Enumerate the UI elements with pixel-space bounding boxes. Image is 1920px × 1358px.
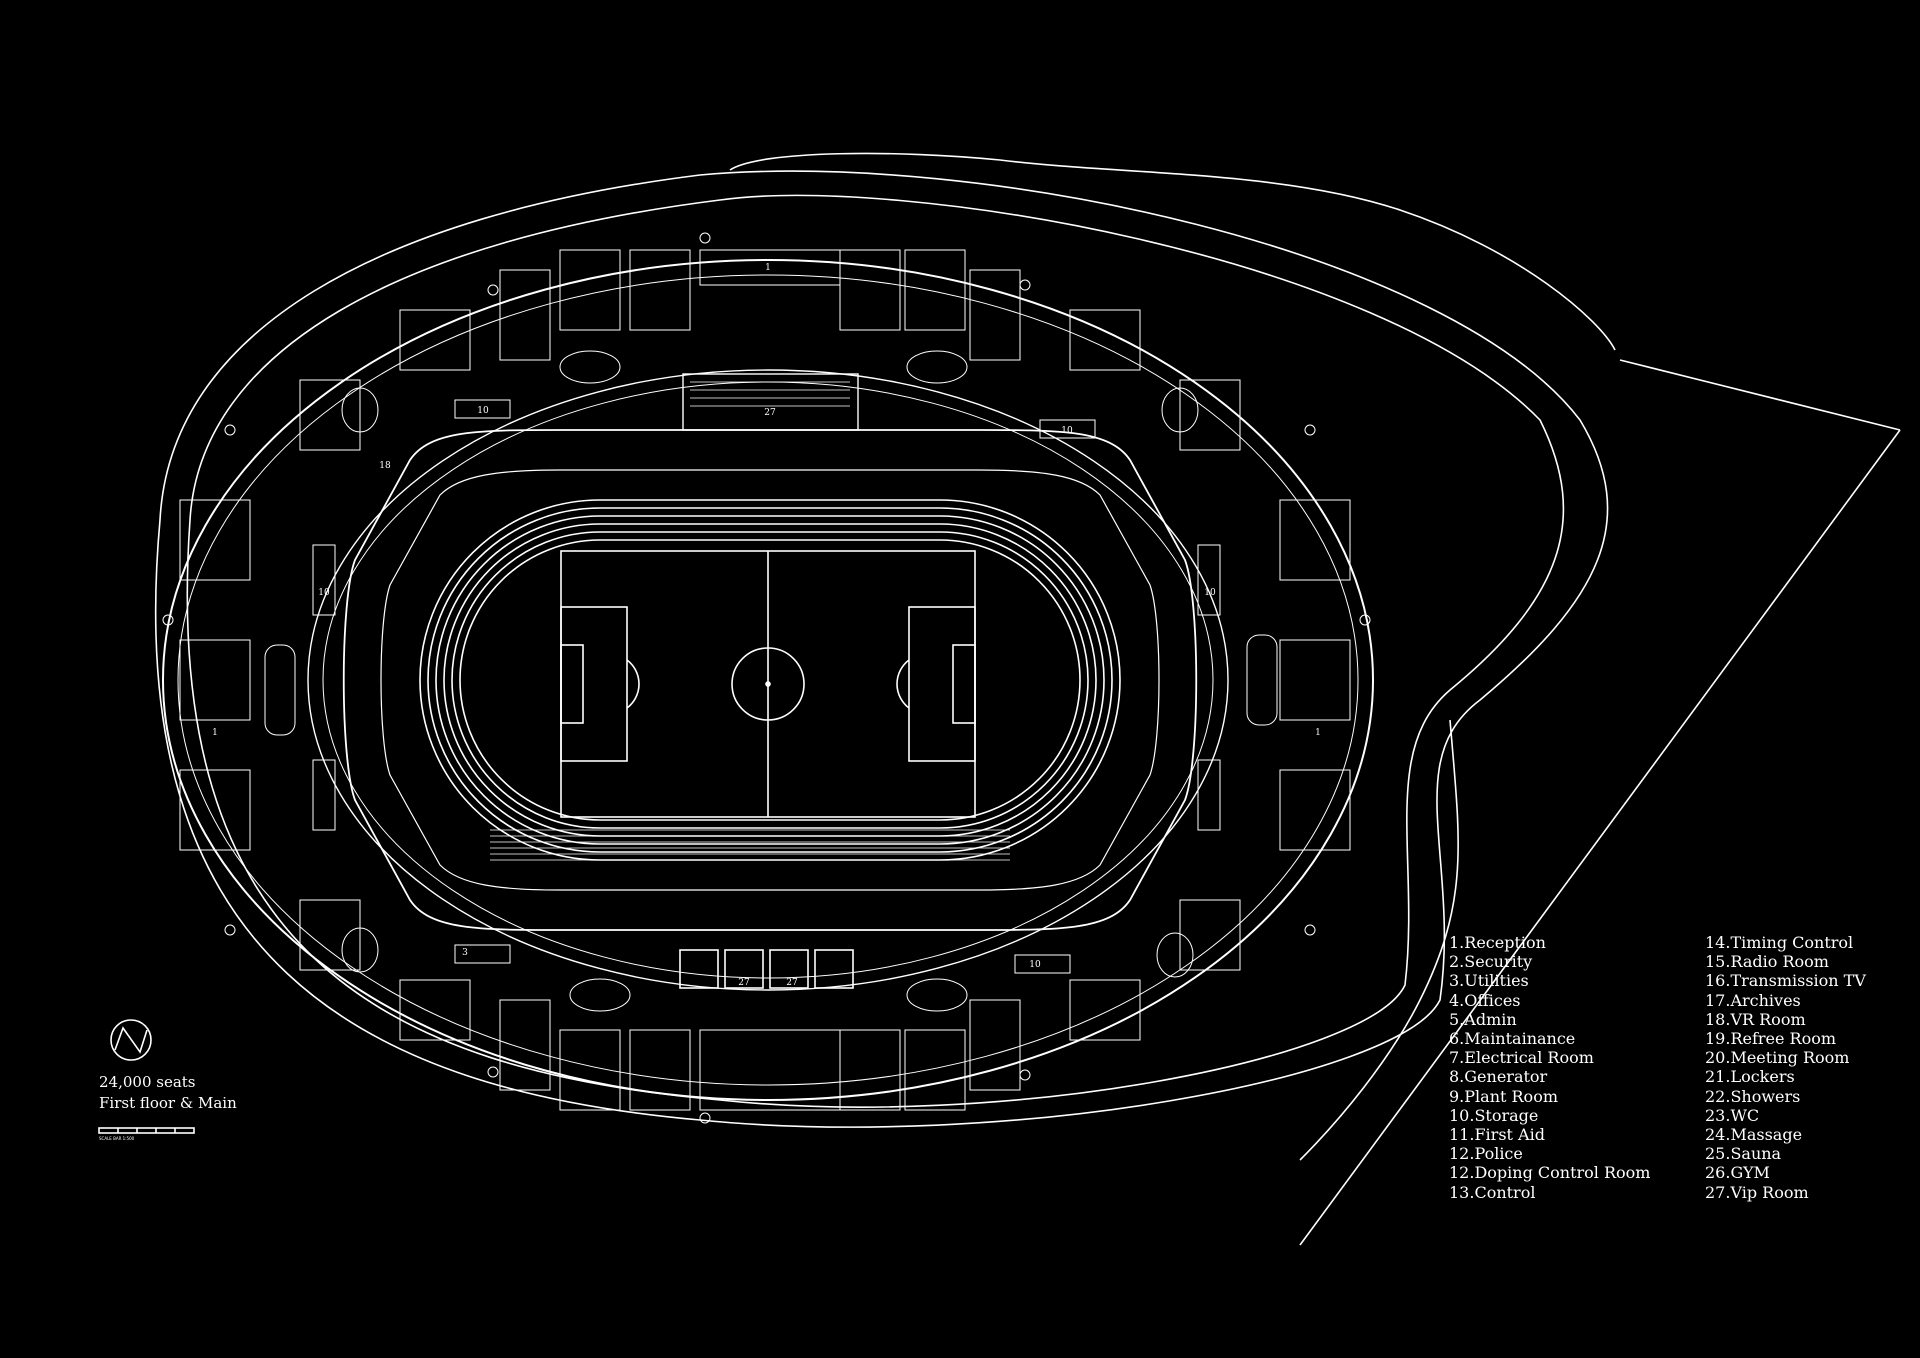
scale-bar-label: SCALE BAR 1:500: [99, 1136, 135, 1141]
room-label-storage-left: 10: [318, 588, 330, 598]
vip-box-bottom-3: [769, 949, 809, 989]
scale-bar: [98, 1127, 195, 1134]
room-label-storage-bottom: 10: [1029, 960, 1041, 970]
room-label-reception-right: 1: [1315, 728, 1321, 738]
legend-item: 15.Radio Room: [1705, 952, 1829, 972]
room-label-utilities: 3: [462, 948, 468, 958]
courtyard-planters: [264, 350, 1278, 1012]
legend-item: 11.First Aid: [1449, 1125, 1545, 1145]
north-arrow-icon: [110, 1019, 152, 1061]
legend-item: 2.Security: [1449, 952, 1533, 972]
vip-box-bottom-2: [724, 949, 764, 989]
vip-seating-block-top: [682, 373, 859, 431]
stands-inner: [380, 469, 1160, 891]
legend-item: 4.Offices: [1449, 990, 1521, 1010]
legend-item: 27.Vip Room: [1705, 1182, 1809, 1202]
legend-item: 9.Plant Room: [1449, 1086, 1558, 1106]
centre-spot: [765, 681, 771, 687]
legend-item: 3.Utilities: [1449, 971, 1529, 991]
track-lane-6: [459, 539, 1081, 821]
legend-item: 17.Archives: [1705, 990, 1801, 1010]
building-outer-ring-inner: [177, 274, 1359, 1086]
goal-area-left: [560, 644, 584, 724]
site-diagonal-line: [1299, 429, 1901, 1246]
room-label-reception-left: 1: [212, 728, 218, 738]
room-blocks: [179, 249, 1351, 1111]
vip-box-bottom-4: [814, 949, 854, 989]
room-label-vr: 18: [379, 461, 391, 471]
stands-outer: [342, 429, 1198, 931]
legend-item: 10.Storage: [1449, 1105, 1539, 1125]
goal-area-right: [952, 644, 976, 724]
legend-item: 5.Admin: [1449, 1009, 1517, 1029]
access-road-curve: [729, 152, 1616, 351]
track-lane-5: [451, 531, 1089, 829]
legend-item: 20.Meeting Room: [1705, 1048, 1850, 1068]
legend-item: 22.Showers: [1705, 1086, 1801, 1106]
penalty-area-left: [560, 606, 628, 762]
column-markers: [162, 232, 1371, 1124]
legend-item: 12.Doping Control Room: [1449, 1163, 1651, 1183]
legend-item: 14.Timing Control: [1705, 933, 1854, 952]
penalty-arc-left: [626, 659, 640, 709]
track-lane-4: [443, 523, 1097, 837]
legend-item: 26.GYM: [1705, 1163, 1770, 1183]
room-label-vip-bottom-1: 27: [738, 978, 750, 988]
legend-item: 8.Generator: [1449, 1067, 1548, 1087]
building-outer-ring: [162, 259, 1374, 1101]
legend-item: 7.Electrical Room: [1449, 1048, 1594, 1068]
legend-item: 1.Reception: [1449, 933, 1546, 952]
legend-item: 13.Control: [1449, 1182, 1536, 1202]
centre-circle: [731, 647, 805, 721]
sprint-lanes: [490, 829, 1010, 861]
track-lane-2: [427, 507, 1113, 853]
room-label-storage-right: 10: [1061, 426, 1073, 436]
legend-item: 23.WC: [1705, 1105, 1760, 1125]
seat-capacity-caption: 24,000 seats: [99, 1073, 196, 1091]
vip-box-bottom-1: [679, 949, 719, 989]
legend-item: 21.Lockers: [1705, 1067, 1795, 1087]
vip-seat-rows-top: [690, 381, 850, 407]
track-lane-1: [419, 499, 1121, 861]
room-label-storage-top: 10: [477, 406, 489, 416]
legend-item: 16.Transmission TV: [1705, 971, 1866, 991]
room-label-vip: 27: [764, 408, 776, 418]
room-label-vip-bottom-2: 27: [786, 978, 798, 988]
room-label-reception-top: 1: [765, 263, 771, 273]
floor-caption: First floor & Main: [99, 1094, 237, 1112]
legend-item: 18.VR Room: [1705, 1009, 1806, 1029]
penalty-arc-right: [896, 659, 910, 709]
site-edge-line: [1619, 359, 1901, 431]
access-road-drop: [1299, 719, 1459, 1161]
room-label-storage-right-2: 10: [1204, 588, 1216, 598]
legend-item: 6.Maintainance: [1449, 1029, 1576, 1049]
track-lane-3: [435, 515, 1105, 845]
site-boundary-outer: [154, 170, 1609, 1128]
site-boundary-inner: [186, 194, 1565, 1108]
legend-item: 25.Sauna: [1705, 1144, 1782, 1164]
concourse-ring: [307, 369, 1229, 991]
legend-item: 19.Refree Room: [1705, 1029, 1837, 1049]
legend-item: 12.Police: [1449, 1144, 1523, 1164]
penalty-area-right: [908, 606, 976, 762]
legend-item: 24.Massage: [1705, 1125, 1803, 1145]
